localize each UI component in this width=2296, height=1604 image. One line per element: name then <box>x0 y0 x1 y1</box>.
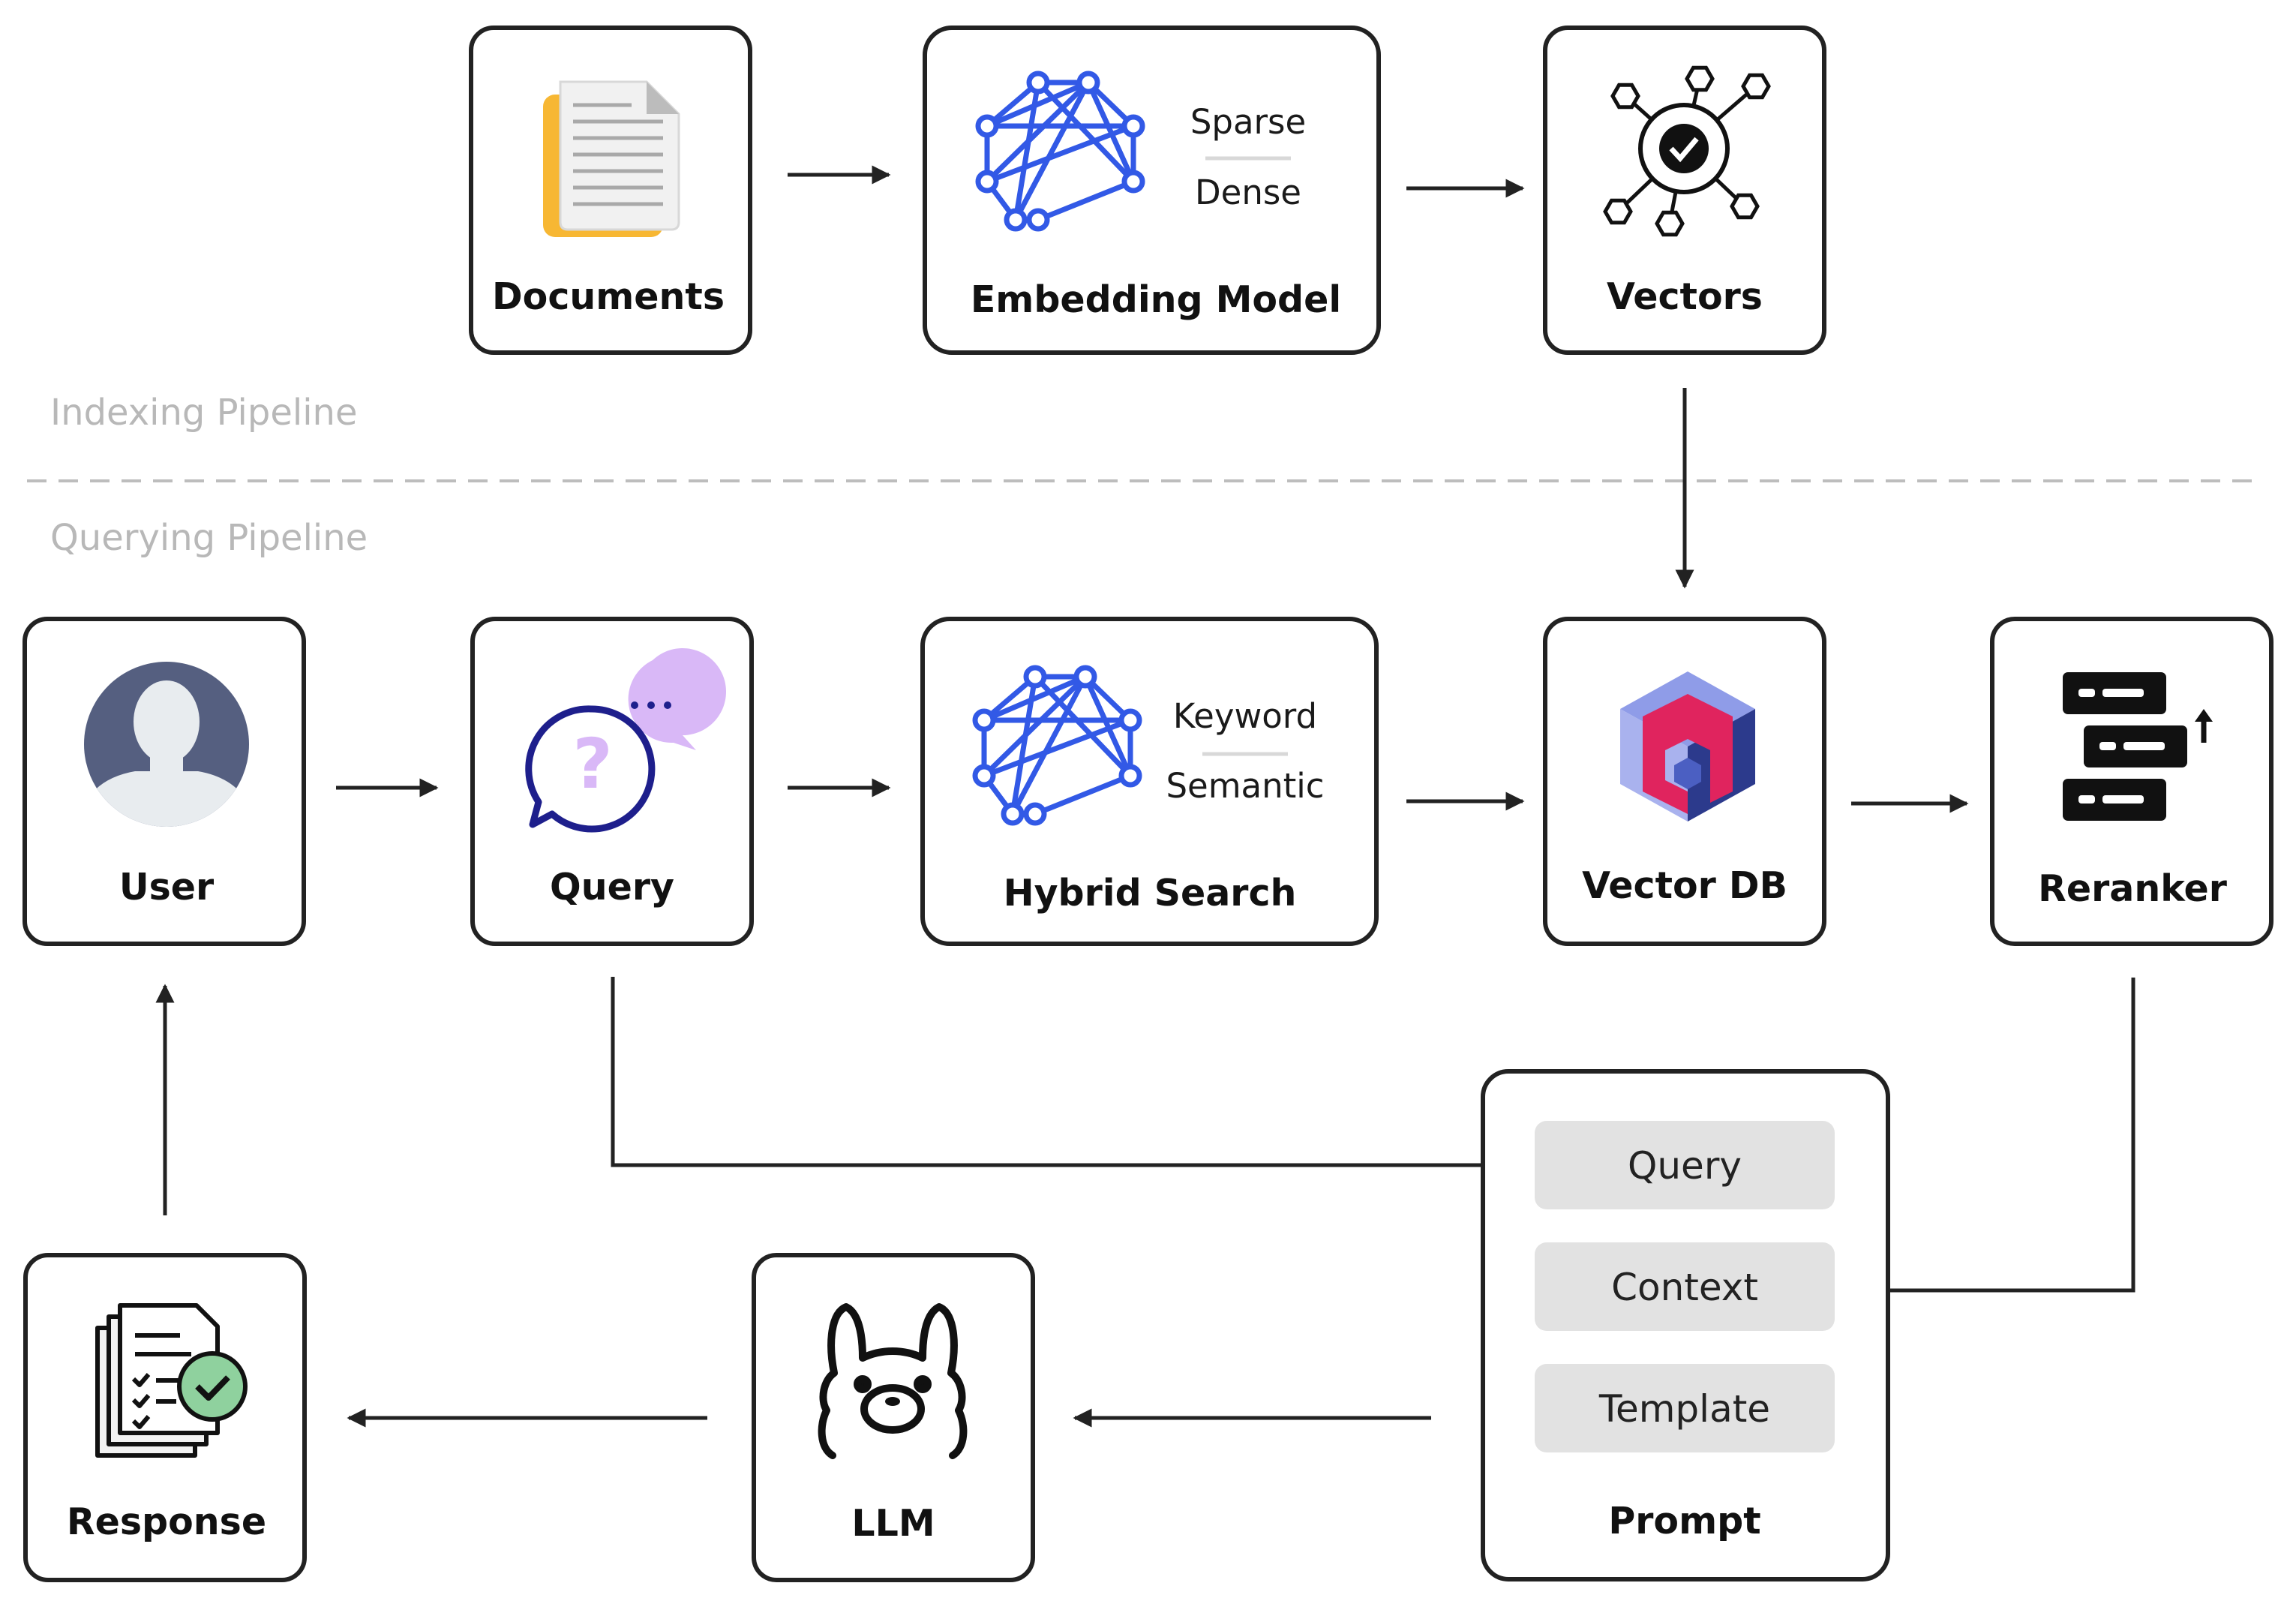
user-label: User <box>119 866 215 909</box>
hybrid-search-node[interactable]: Keyword Semantic Hybrid Search <box>920 617 1379 946</box>
svg-text:?: ? <box>572 724 612 804</box>
arrow-reranker-to-prompt <box>1845 978 2135 1300</box>
prompt-node[interactable]: Query Context Template Prompt <box>1481 1069 1890 1581</box>
document-stack-icon <box>543 80 680 237</box>
response-label: Response <box>67 1500 266 1543</box>
prompt-item-query: Query <box>1535 1121 1835 1209</box>
chat-question-icon: ? <box>525 647 727 833</box>
checklist-document-icon <box>95 1303 248 1458</box>
documents-label: Documents <box>492 275 725 318</box>
hybrid-search-label: Hybrid Search <box>1004 872 1297 915</box>
vectors-node[interactable]: Vectors <box>1543 26 1826 355</box>
querying-pipeline-label: Querying Pipeline <box>50 517 368 559</box>
prompt-item-context: Context <box>1535 1242 1835 1331</box>
arrow-query-to-prompt <box>611 977 1521 1175</box>
reranker-label: Reranker <box>2038 867 2228 910</box>
llm-node[interactable]: LLM <box>752 1253 1035 1582</box>
vectors-label: Vectors <box>1607 275 1763 318</box>
flow-arrows <box>155 165 2135 1428</box>
user-node[interactable]: User <box>23 617 306 946</box>
hybrid-keyword-label: Keyword <box>1173 696 1317 736</box>
embedding-model-node[interactable]: Sparse Dense Embedding Model <box>923 26 1381 355</box>
prompt-item-template: Template <box>1535 1364 1835 1452</box>
llama-icon <box>818 1303 968 1459</box>
hybrid-semantic-label: Semantic <box>1166 766 1324 806</box>
reranker-node[interactable]: Reranker <box>1990 617 2273 946</box>
rerank-list-icon <box>2063 672 2213 821</box>
llm-label: LLM <box>851 1502 935 1545</box>
vector-db-node[interactable]: Vector DB <box>1543 617 1826 946</box>
embedding-model-label: Embedding Model <box>971 278 1341 321</box>
vector-db-label: Vector DB <box>1582 864 1787 907</box>
indexing-pipeline-label: Indexing Pipeline <box>50 392 357 434</box>
prompt-label: Prompt <box>1608 1500 1760 1542</box>
svg-text:Template: Template <box>1598 1387 1770 1431</box>
embedding-sparse-label: Sparse <box>1190 102 1306 142</box>
query-node[interactable]: ? Query <box>470 617 754 946</box>
svg-text:Query: Query <box>1628 1144 1742 1188</box>
vector-network-check-icon <box>1603 65 1771 237</box>
response-node[interactable]: Response <box>23 1253 307 1582</box>
documents-node[interactable]: Documents <box>469 26 752 355</box>
vector-database-cube-icon <box>1620 671 1755 822</box>
svg-text:Context: Context <box>1611 1266 1758 1309</box>
embedding-dense-label: Dense <box>1195 173 1301 212</box>
query-label: Query <box>550 866 674 909</box>
